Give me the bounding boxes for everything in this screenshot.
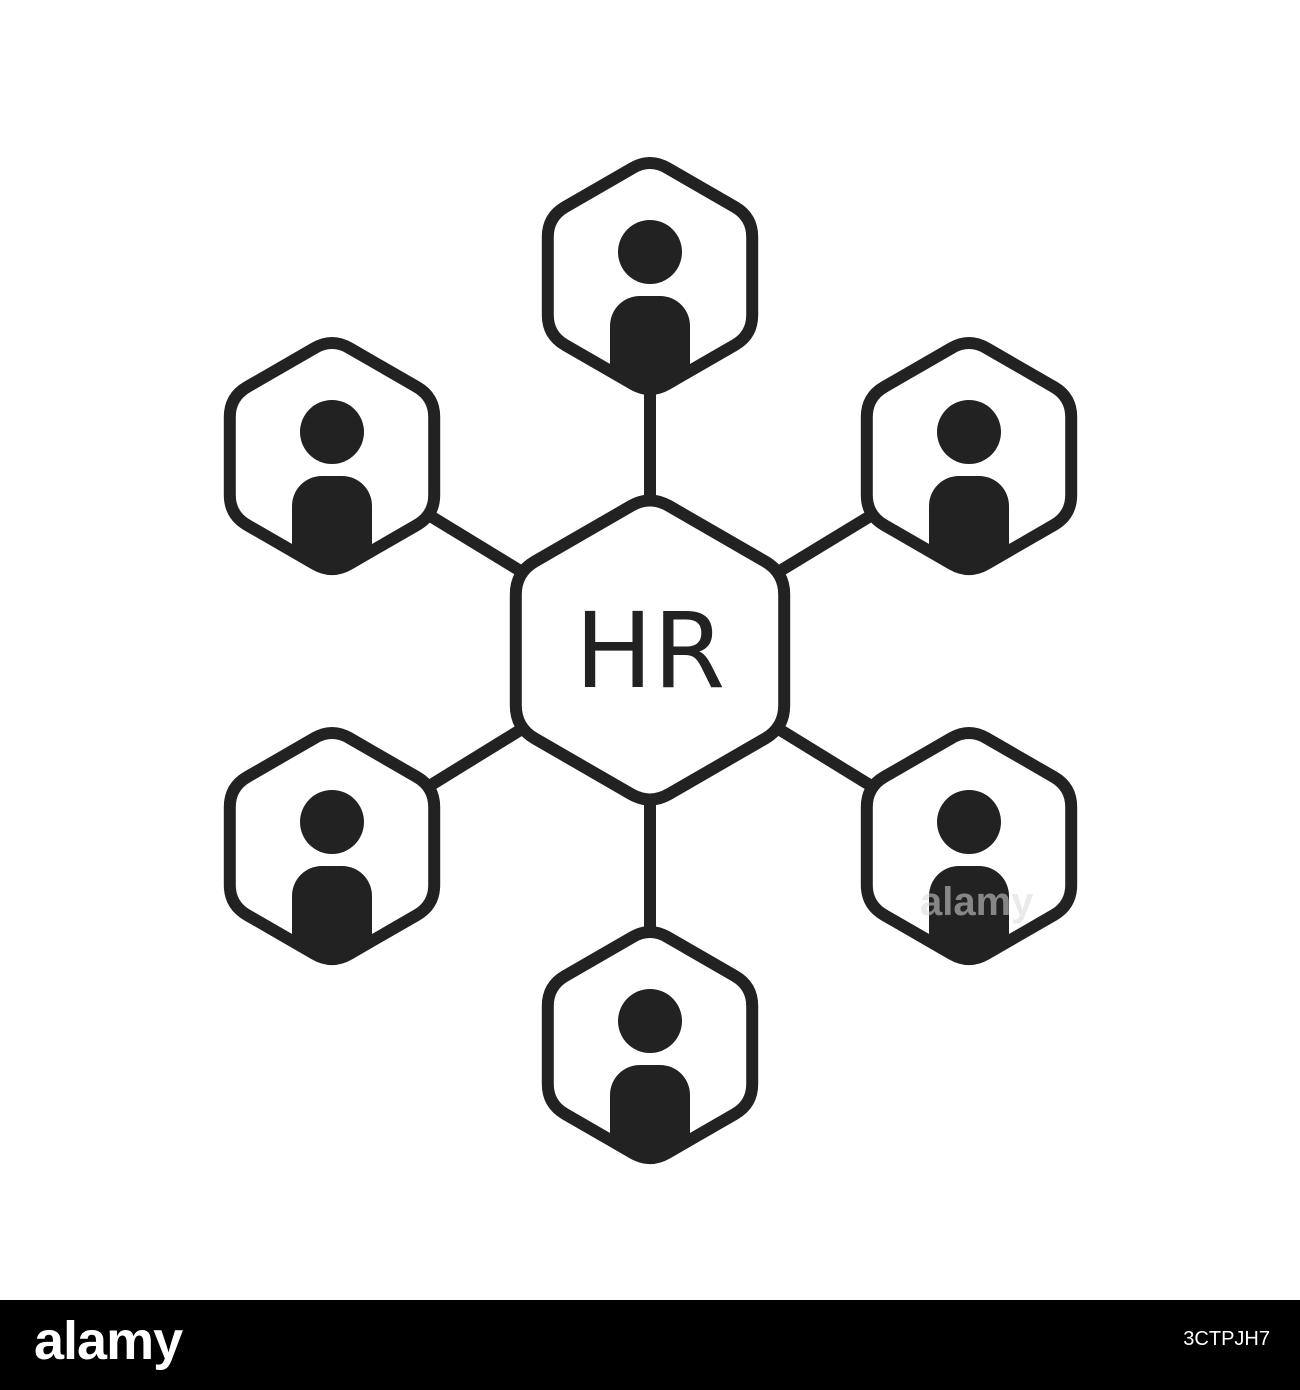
person-node [541, 926, 759, 1164]
person-node [223, 727, 441, 965]
person-icon [292, 400, 372, 564]
connector-line [763, 717, 883, 796]
hub-node: HR [509, 494, 791, 806]
hub-hexagon [509, 494, 791, 806]
person-icon [929, 400, 1009, 564]
hr-network-diagram: HR alamy [223, 157, 1078, 1164]
footer-bar: alamy 3CTPJH7 [0, 1300, 1300, 1390]
person-icon [610, 220, 690, 384]
person-node [223, 337, 441, 575]
connector-lines [417, 378, 883, 943]
person-icon [929, 790, 1009, 954]
hub-label: HR [575, 590, 725, 712]
person-icon [292, 790, 372, 954]
person-node [860, 727, 1078, 965]
connector-line [417, 717, 537, 796]
watermark-text: alamy [920, 880, 1034, 924]
person-icon [610, 989, 690, 1153]
connector-line [418, 506, 537, 584]
person-node [541, 157, 759, 395]
footer-brand-logo: alamy [34, 1311, 183, 1371]
person-node [860, 337, 1078, 575]
person-nodes [223, 157, 1078, 1164]
connector-line [763, 506, 883, 584]
footer-image-id: 3CTPJH7 [1183, 1328, 1270, 1350]
